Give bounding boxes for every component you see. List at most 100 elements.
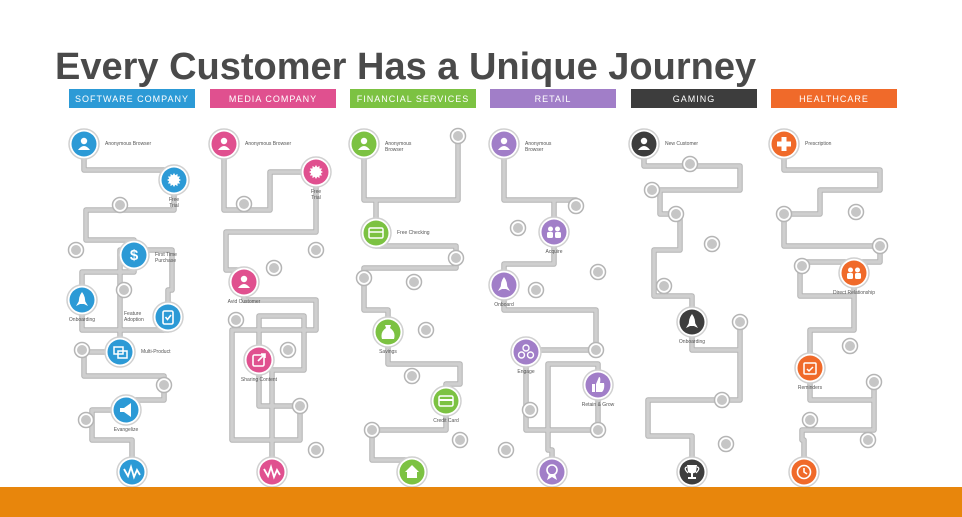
node-label: Prescription <box>805 141 832 147</box>
rocket-icon <box>498 277 510 291</box>
journey-node <box>396 456 428 488</box>
path-bullet-core <box>119 285 129 295</box>
person-icon <box>218 137 230 150</box>
header-financial-services: FINANCIAL SERVICES <box>350 89 476 108</box>
megaphone-icon <box>120 403 131 417</box>
path-bullet-core <box>409 277 419 287</box>
journey-node <box>488 269 520 301</box>
path-bullet-core <box>407 371 417 381</box>
journey-node <box>66 284 98 316</box>
journey-node <box>768 128 800 160</box>
path-bullet-core <box>671 209 681 219</box>
header-gaming: GAMING <box>631 89 757 108</box>
node-label: Multi-Product <box>141 349 171 355</box>
journey-node <box>788 456 820 488</box>
path-bullet-core <box>685 159 695 169</box>
journey-node <box>158 164 190 196</box>
node-label: Onboarding <box>68 317 96 323</box>
journey-node <box>104 336 136 368</box>
path-bullets <box>67 127 889 459</box>
node-label: Direct Relationship <box>833 290 875 296</box>
node-label: Onboarding <box>678 339 706 345</box>
journey-node <box>838 257 870 289</box>
rocket-icon <box>686 314 698 328</box>
path-bullet-core <box>231 315 241 325</box>
seal-icon <box>309 165 323 179</box>
person-icon <box>498 137 510 150</box>
node-label: Free Trial <box>168 197 180 209</box>
node-label: Reminders <box>797 385 823 391</box>
journey-node <box>68 128 100 160</box>
person-icon <box>78 137 90 150</box>
path-bullet-core <box>845 341 855 351</box>
credit-card-icon <box>438 395 454 407</box>
share-icon <box>252 353 266 367</box>
path-outline <box>501 141 601 475</box>
path-bullet-core <box>851 207 861 217</box>
dollar-icon: $ <box>130 247 139 264</box>
path-bullet-core <box>797 261 807 271</box>
journey-node <box>116 456 148 488</box>
journey-node <box>676 306 708 338</box>
badge-icon <box>546 464 558 480</box>
journey-node <box>110 394 142 426</box>
pulse-icon <box>263 464 281 480</box>
path-bullet-core <box>159 380 169 390</box>
journey-node <box>794 352 826 384</box>
clipboard-icon <box>162 310 174 325</box>
path-bullet-core <box>71 245 81 255</box>
header-software-company: SOFTWARE COMPANY <box>69 89 195 108</box>
path-bullet-core <box>875 241 885 251</box>
header-healthcare: HEALTHCARE <box>771 89 897 108</box>
node-label: Anonymous Browser <box>525 141 552 153</box>
journey-node: $ <box>118 239 150 271</box>
journey-node <box>488 128 520 160</box>
path-bullet-core <box>525 405 535 415</box>
card-icon <box>368 227 384 239</box>
group-icon <box>547 226 561 238</box>
node-label: Acquire <box>545 249 563 255</box>
path-line <box>642 142 742 474</box>
header-media-company: MEDIA COMPANY <box>210 89 336 108</box>
path-bullet-core <box>77 345 87 355</box>
path-bullet-core <box>501 445 511 455</box>
journey-node <box>430 385 462 417</box>
person-icon <box>358 137 370 150</box>
node-label: Onboard <box>494 302 514 308</box>
journey-node <box>152 301 184 333</box>
path-bullet-core <box>647 185 657 195</box>
path-bullet-core <box>869 377 879 387</box>
journey-node <box>348 128 380 160</box>
network-icon <box>517 344 535 359</box>
journey-node <box>300 156 332 188</box>
node-label: Free Trial <box>310 189 322 201</box>
journey-node <box>582 369 614 401</box>
path-bullet-core <box>707 239 717 249</box>
journey-node <box>360 217 392 249</box>
path-bullet-core <box>451 253 461 263</box>
journey-nodes: $ <box>66 128 870 488</box>
path-bullet-core <box>421 325 431 335</box>
path-bullet-core <box>863 435 873 445</box>
path-bullet-core <box>359 273 369 283</box>
node-label: Credit Card <box>433 418 459 424</box>
path-bullet-core <box>779 209 789 219</box>
path-bullet-core <box>311 445 321 455</box>
journey-node <box>208 128 240 160</box>
path-bullet-core <box>571 201 581 211</box>
path-bullet-core <box>367 425 377 435</box>
svg-text:$: $ <box>130 247 139 264</box>
seal-icon <box>167 173 181 187</box>
node-label: Retain & Grow <box>581 402 615 408</box>
path-bullet-core <box>531 285 541 295</box>
footer-bar <box>0 487 962 517</box>
node-label: Sharing Content <box>240 377 278 383</box>
node-label: Engage <box>517 369 535 375</box>
node-label: Anonymous Browser <box>385 141 412 153</box>
house-icon <box>405 465 419 478</box>
path-bullet-core <box>805 415 815 425</box>
journey-node <box>628 128 660 160</box>
path-line <box>362 134 462 474</box>
path-bullet-core <box>721 439 731 449</box>
